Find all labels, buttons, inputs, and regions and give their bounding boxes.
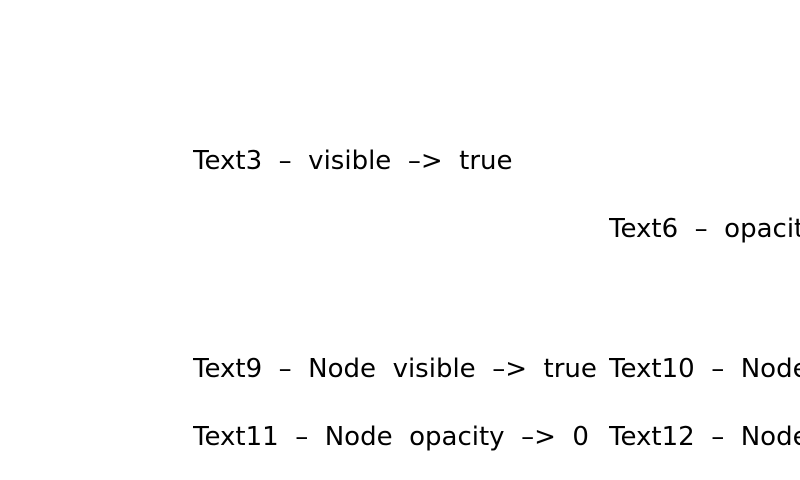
text-label-text6: Text6 – opacity <box>609 214 800 244</box>
text-label-text12: Text12 – Node <box>609 422 800 452</box>
text-label-text9: Text9 – Node visible –> true <box>193 354 597 384</box>
text-label-text3: Text3 – visible –> true <box>193 146 513 176</box>
text-label-text10: Text10 – Node <box>609 354 800 384</box>
text-label-text11: Text11 – Node opacity –> 0 <box>193 422 589 452</box>
